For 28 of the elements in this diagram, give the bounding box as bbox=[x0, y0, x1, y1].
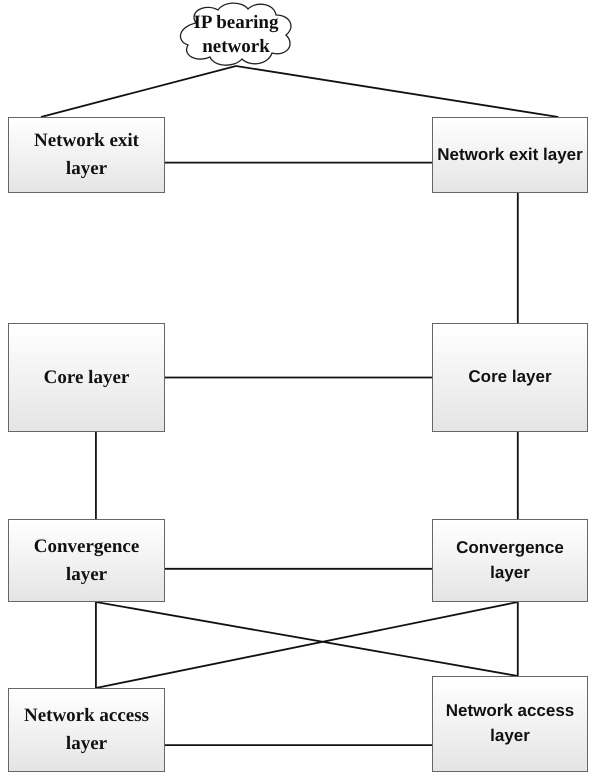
node-label: Convergence layer bbox=[32, 534, 140, 586]
layer-box bbox=[432, 117, 588, 193]
layer-box bbox=[8, 323, 165, 432]
node-label: Core layer bbox=[42, 366, 130, 390]
node-label: IP bearing network bbox=[192, 11, 280, 59]
connector-line bbox=[95, 432, 97, 519]
connector-line bbox=[165, 162, 432, 164]
node-label: Network access layer bbox=[444, 700, 576, 747]
connector-line bbox=[516, 602, 519, 676]
connector-line bbox=[165, 376, 432, 378]
layer-box bbox=[432, 676, 588, 772]
layer-box bbox=[432, 519, 588, 602]
node-label: Network access layer bbox=[22, 704, 150, 756]
connector-line bbox=[516, 193, 519, 323]
connector-line bbox=[516, 432, 519, 519]
layer-box bbox=[8, 688, 165, 772]
connector-line bbox=[95, 602, 97, 688]
node-label: Core layer bbox=[467, 366, 553, 388]
layer-box bbox=[8, 519, 165, 602]
node-label: Convergence layer bbox=[455, 536, 565, 584]
connector-line bbox=[165, 568, 432, 570]
connector-line bbox=[165, 744, 432, 746]
connector-line bbox=[40, 65, 236, 118]
layer-box bbox=[8, 117, 165, 193]
node-label: Network exit layer bbox=[436, 144, 584, 166]
connector-line bbox=[236, 65, 558, 118]
node-label: Network exit layer bbox=[33, 129, 140, 181]
layer-box bbox=[432, 323, 588, 432]
